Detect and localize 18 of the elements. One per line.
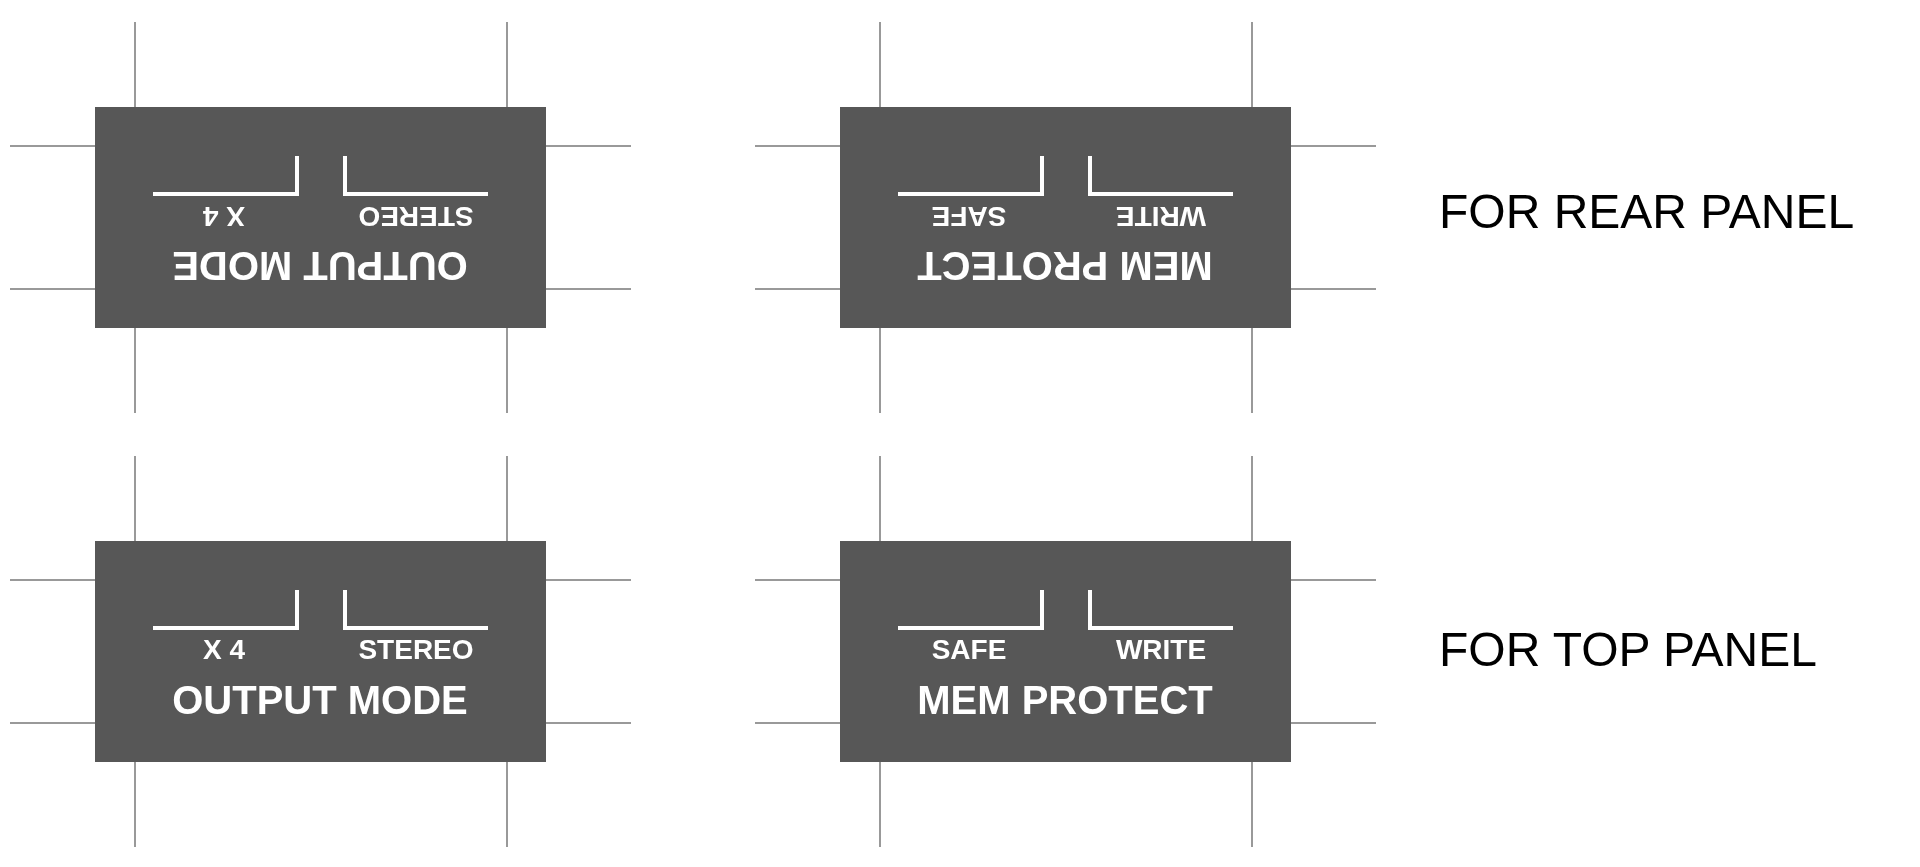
switch-position-label: WRITE — [1115, 202, 1207, 230]
switch-position-label: STEREO — [358, 202, 474, 230]
label-plate — [95, 541, 546, 762]
label-plate — [840, 541, 1291, 762]
switch-name-label: OUTPUT MODE — [172, 246, 468, 286]
switch-position-label: WRITE — [1115, 636, 1207, 664]
switch-name-label: MEM PROTECT — [917, 680, 1213, 720]
label-plate — [840, 107, 1291, 328]
switch-position-label: SAFE — [931, 202, 1007, 230]
switch-position-label: X 4 — [203, 202, 245, 230]
switch-name-label: MEM PROTECT — [917, 246, 1213, 286]
label-plate — [95, 107, 546, 328]
panel-note: FOR TOP PANEL — [1439, 626, 1817, 674]
switch-position-label: STEREO — [358, 636, 474, 664]
switch-position-label: X 4 — [203, 636, 245, 664]
switch-position-label: SAFE — [931, 636, 1007, 664]
panel-note: FOR REAR PANEL — [1439, 188, 1855, 236]
switch-name-label: OUTPUT MODE — [172, 680, 468, 720]
